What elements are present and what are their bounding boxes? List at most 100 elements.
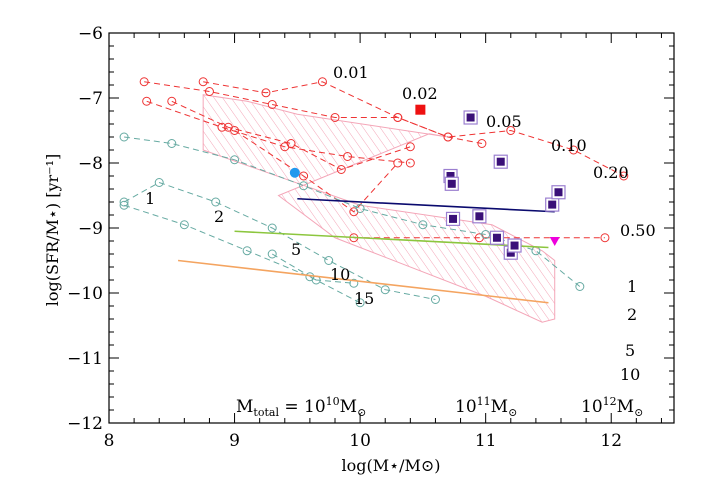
left-label-2: 2 — [214, 207, 224, 226]
x-tick-label-3: 11 — [475, 431, 497, 451]
track-marker-6-1 — [167, 139, 177, 148]
track-marker-7-5 — [380, 285, 390, 295]
track-marker-6-6 — [481, 230, 491, 239]
track-line-8 — [123, 204, 361, 304]
track-marker-6-0 — [119, 132, 129, 142]
x-tick-label-2: 10 — [349, 431, 371, 451]
magenta-triangle-0 — [549, 237, 560, 246]
x-axis-title: log(M⋆/M⊙) — [341, 456, 440, 475]
right-label-1: 1 — [627, 277, 637, 296]
track-marker-8-1 — [179, 220, 189, 230]
track-marker-2-0 — [142, 96, 152, 106]
purple-square-2 — [447, 179, 456, 188]
track-marker-7-0 — [119, 197, 129, 207]
track-marker-7-1 — [154, 178, 164, 187]
purple-square-5 — [475, 212, 484, 221]
track-line-4 — [234, 130, 399, 213]
curve-labels: 0.01 0.02 0.05 0.10 0.20 0.50 — [333, 63, 656, 240]
track-marker-6-5 — [418, 220, 428, 230]
curve-label-0-02: 0.02 — [402, 84, 438, 103]
track-marker-1-3 — [330, 113, 340, 122]
track-line-9 — [271, 253, 354, 284]
track-marker-2-1 — [217, 122, 227, 132]
left-label-1: 1 — [145, 189, 155, 208]
right-label-2: 2 — [627, 305, 637, 324]
track-line-7 — [123, 181, 436, 300]
track-marker-0-5 — [506, 126, 516, 135]
track-marker-7-6 — [430, 295, 440, 304]
track-marker-0-6 — [569, 145, 579, 155]
mass-labels: Mtotal = 1010M⊙ 1011M⊙ 1012M⊙ — [236, 395, 643, 419]
x-tick-label-1: 9 — [229, 431, 240, 451]
curve-label-0-50: 0.50 — [620, 221, 656, 240]
track-marker-7-4 — [324, 256, 334, 265]
track-marker-0-0 — [198, 77, 208, 87]
x-tick-label-0: 8 — [104, 431, 115, 451]
right-label-10: 10 — [620, 365, 640, 384]
track-marker-1-6 — [477, 139, 487, 148]
track-marker-1-4 — [393, 113, 403, 122]
track-marker-7-3 — [267, 223, 277, 233]
track-marker-0-7 — [619, 171, 629, 181]
mass-label-1e12: 1012M⊙ — [581, 395, 643, 419]
right-label-5: 5 — [625, 341, 635, 360]
curve-label-0-10: 0.10 — [551, 136, 587, 155]
track-line-2 — [146, 100, 411, 164]
track-marker-3-3 — [336, 165, 346, 174]
track-marker-6-3 — [299, 181, 309, 191]
mass-label-1e10: Mtotal = 1010M⊙ — [236, 395, 366, 419]
red-square-0 — [415, 104, 426, 115]
track-marker-1-2 — [267, 100, 277, 109]
curve-label-0-20: 0.20 — [593, 163, 629, 182]
y-tick-label-1: −7 — [78, 89, 103, 109]
track-marker-2-4 — [405, 158, 415, 168]
curve-label-0-05: 0.05 — [486, 112, 522, 131]
track-marker-0-1 — [261, 88, 271, 98]
y-tick-label-6: −12 — [67, 414, 103, 434]
y-tick-label-4: −10 — [67, 284, 103, 304]
track-marker-6-2 — [230, 155, 240, 165]
plot-area — [119, 77, 629, 323]
hatched-region — [202, 94, 556, 323]
purple-square-7 — [506, 248, 515, 257]
track-marker-6-8 — [575, 282, 585, 291]
purple-square-8 — [510, 241, 519, 250]
track-marker-7-2 — [211, 197, 221, 207]
track-marker-2-3 — [343, 152, 353, 161]
purple-square-1 — [446, 172, 455, 180]
track-marker-0-2 — [317, 77, 327, 87]
track-marker-1-5 — [443, 132, 453, 142]
track-marker-6-4 — [355, 204, 365, 213]
purple-square-4 — [496, 157, 505, 166]
track-marker-3-4 — [405, 142, 415, 152]
track-line-1 — [144, 81, 482, 144]
navy-relation-line — [297, 197, 555, 213]
track-marker-4-3 — [393, 158, 403, 168]
purple-square-9 — [548, 200, 557, 209]
purple-square-3 — [449, 214, 458, 223]
track-marker-9-0 — [267, 249, 277, 259]
y-tick-label-0: −6 — [78, 24, 103, 44]
purple-square-6 — [492, 233, 501, 242]
track-marker-4-1 — [299, 171, 309, 181]
left-label-10: 10 — [330, 265, 350, 284]
mass-label-1e11: 1011M⊙ — [455, 395, 517, 419]
x-tick-label-4: 12 — [600, 431, 622, 451]
y-tick-label-2: −8 — [78, 154, 103, 174]
track-marker-9-2 — [349, 278, 359, 288]
track-marker-1-0 — [139, 77, 149, 87]
purple-square-10 — [554, 188, 563, 197]
track-marker-1-1 — [204, 87, 214, 96]
curve-label-0-01: 0.01 — [333, 63, 369, 82]
track-marker-5-2 — [600, 233, 610, 243]
track-marker-3-2 — [286, 139, 296, 148]
orange-relation-line — [177, 259, 549, 304]
left-label-5: 5 — [291, 240, 301, 259]
right-labels: 1 2 5 10 — [620, 277, 640, 384]
track-marker-3-0 — [167, 96, 177, 106]
blue-dot-0 — [289, 167, 300, 178]
track-marker-8-0 — [119, 200, 129, 210]
track-marker-4-0 — [230, 126, 240, 135]
